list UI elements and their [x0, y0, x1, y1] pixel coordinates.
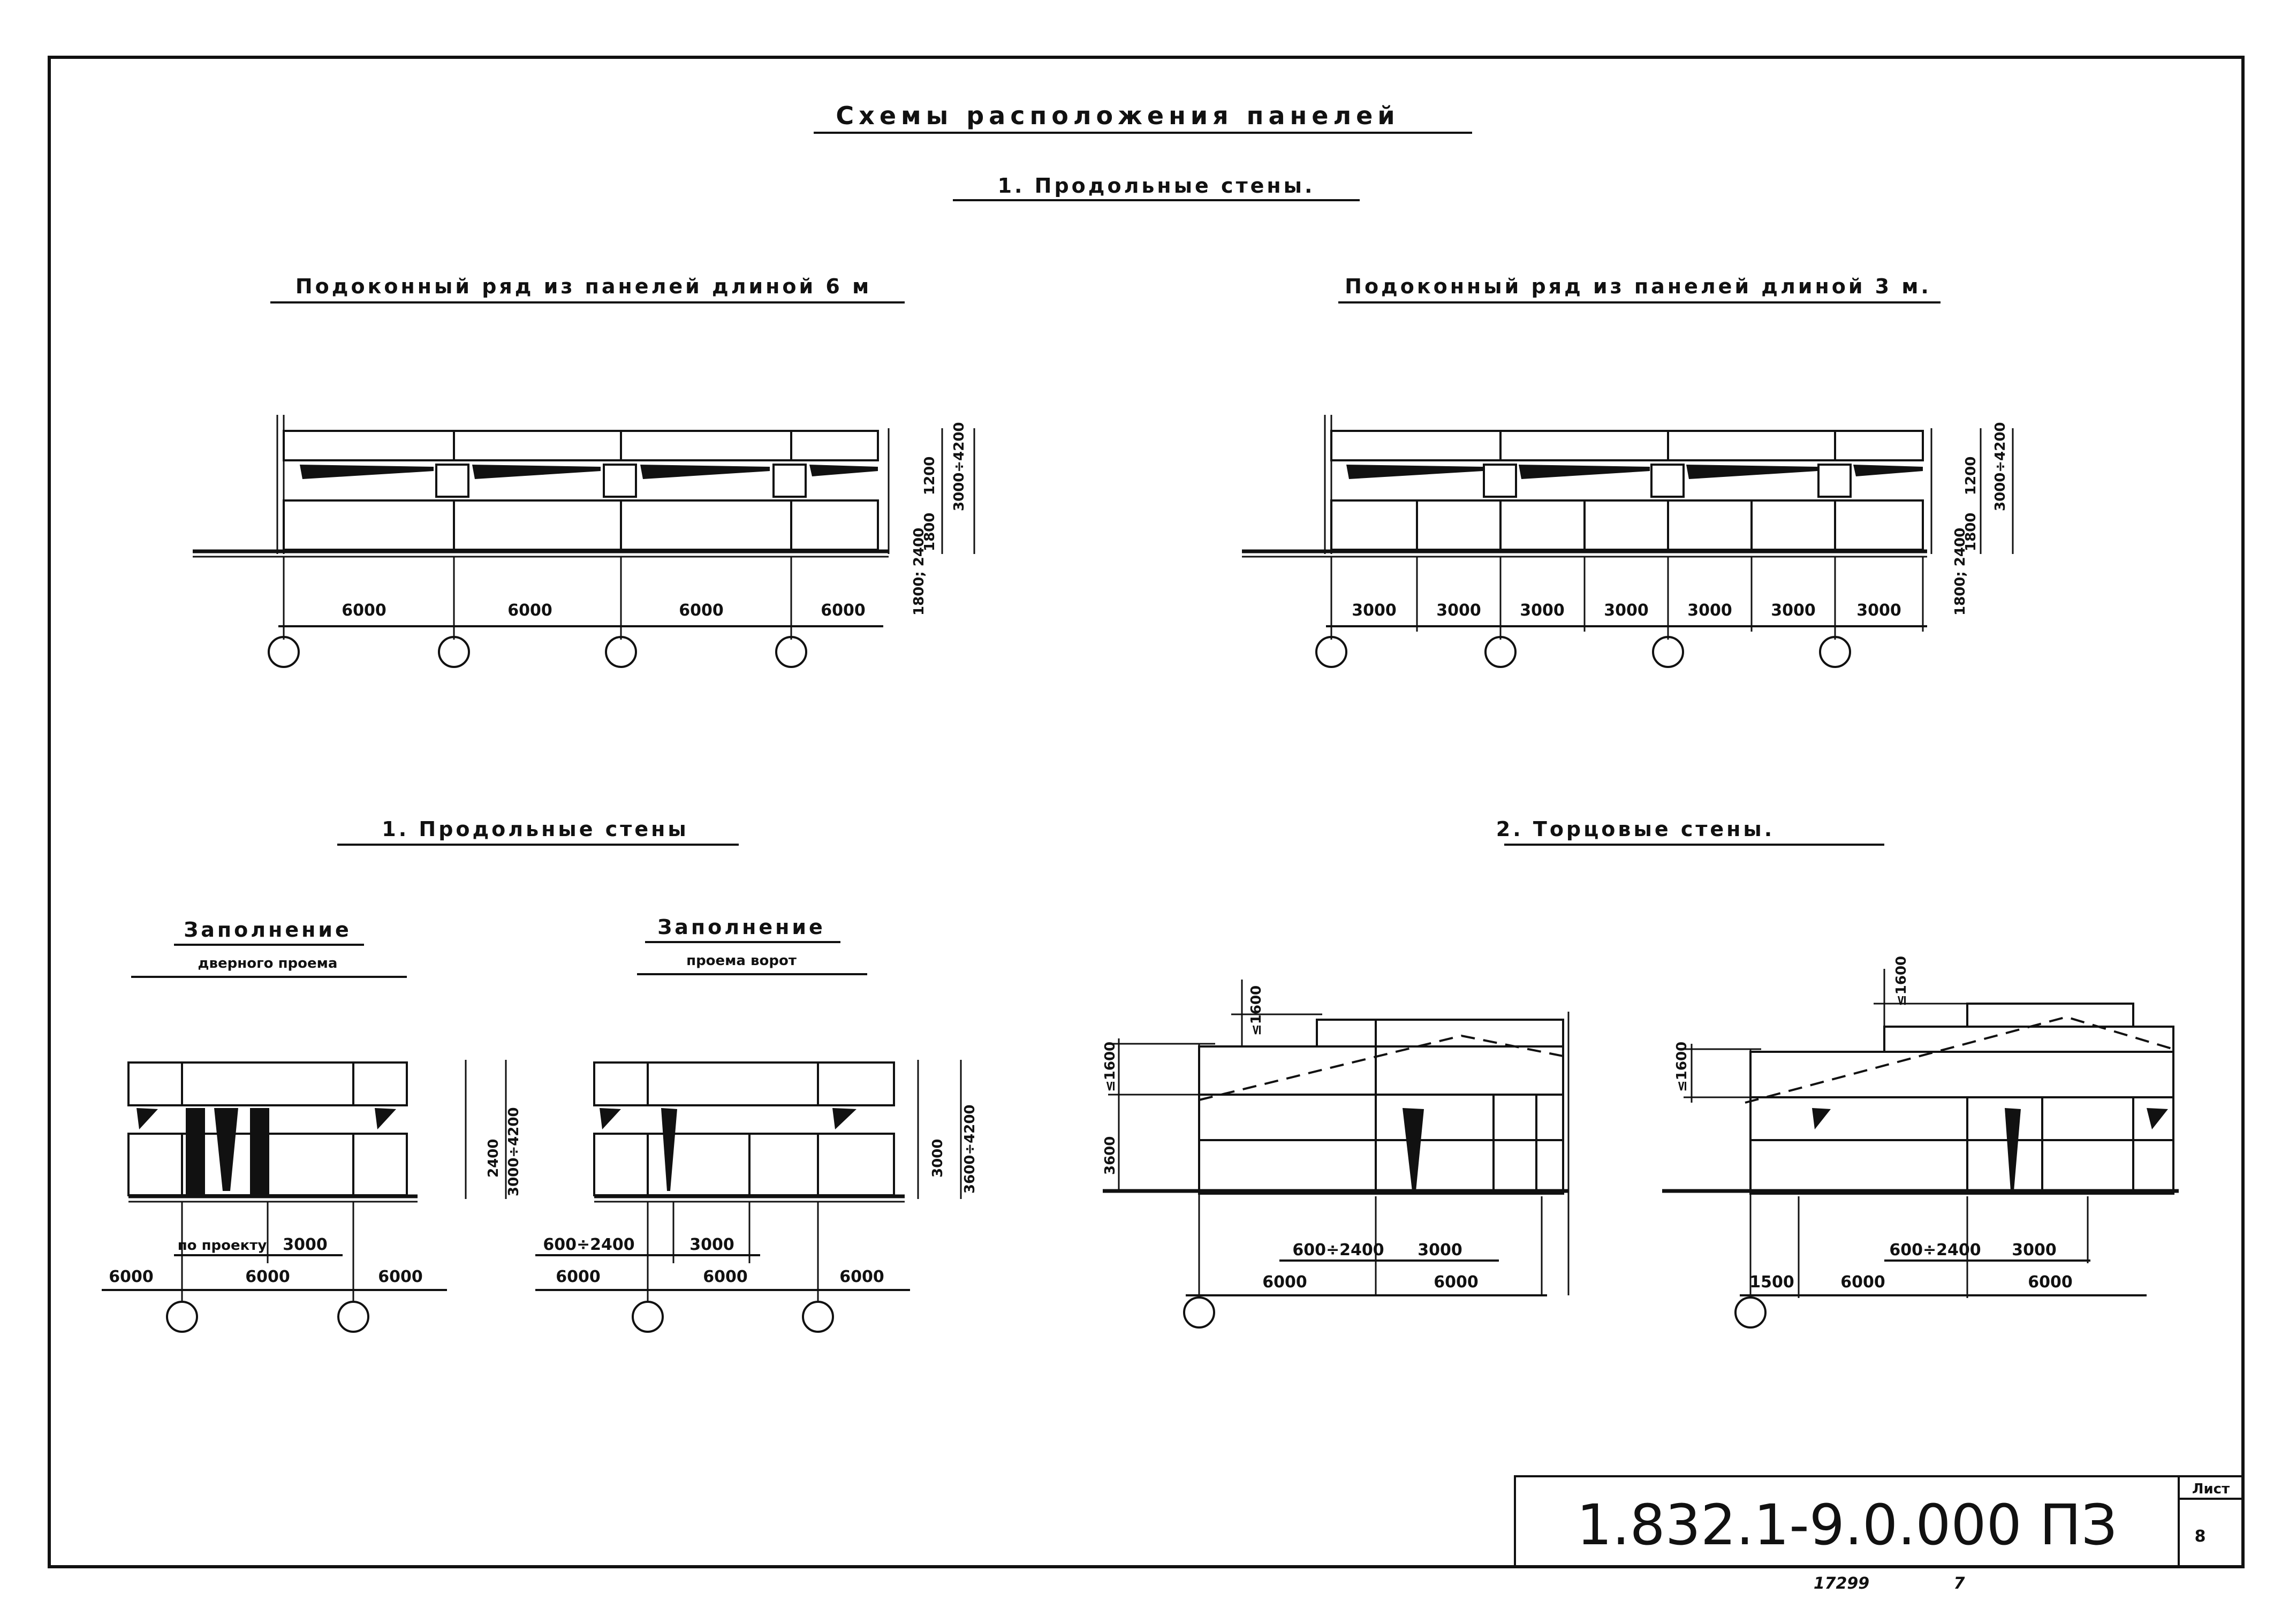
- page-number: 7: [1954, 1574, 1965, 1593]
- diagram-windowsill-3m: Подоконный ряд из панелей длиной 3 м.: [1242, 275, 2014, 668]
- dim-label: ≤1600: [1893, 956, 1909, 1006]
- dim-label: 1500: [1749, 1273, 1794, 1292]
- dim-label: 600÷2400: [1889, 1241, 1981, 1259]
- span-label: 6000: [679, 601, 724, 620]
- dim-label: 3000: [1418, 1241, 1462, 1259]
- caption-door-line2: дверного проема: [198, 955, 338, 972]
- dim-label: по проекту: [178, 1238, 267, 1254]
- diagram-windowsill-6m: Подоконный ряд из панелей длиной 6 м 600: [193, 275, 975, 668]
- dim-label: 6000: [556, 1268, 601, 1286]
- height-label: 3000÷4200: [1992, 422, 2008, 511]
- dim-label: 6000: [703, 1268, 748, 1286]
- height-label: 1800: [922, 513, 938, 551]
- diagram-gate-opening: Заполнение проема ворот 600÷2400 3000 60…: [535, 915, 978, 1333]
- roof-slope-line: [1745, 1015, 2174, 1104]
- span-label: 3000: [1856, 601, 1901, 620]
- height-label: 1200: [922, 457, 938, 495]
- dim-label: 6000: [1262, 1273, 1307, 1292]
- span-label: 3000: [1687, 601, 1732, 620]
- span-label: 3000: [1771, 601, 1816, 620]
- title-block: 1.832.1-9.0.000 ПЗ Лист 8: [1514, 1475, 2244, 1568]
- dim-label: 6000: [1434, 1273, 1479, 1292]
- dim-label: 6000: [109, 1268, 154, 1286]
- inventory-number: 17299: [1814, 1574, 1869, 1593]
- span-label: 6000: [821, 601, 866, 620]
- sheet-number: 8: [2195, 1527, 2206, 1546]
- dim-label: 3000÷4200: [506, 1107, 522, 1196]
- height-label: 1800: [1963, 513, 1979, 551]
- dim-label: 3000: [2012, 1241, 2057, 1259]
- section-title-longitudinal-top: 1. Продольные стены.: [998, 174, 1315, 198]
- sheet-label: Лист: [2192, 1481, 2230, 1497]
- section-title-longitudinal: 1. Продольные стены: [382, 817, 688, 841]
- dim-label: 6000: [1840, 1273, 1885, 1292]
- height-label: 1200: [1963, 457, 1979, 495]
- dim-label: 3600: [1102, 1136, 1118, 1175]
- caption-windowsill-6m: Подоконный ряд из панелей длиной 6 м: [295, 275, 871, 298]
- dim-label: 3600÷4200: [962, 1104, 978, 1194]
- sheet-title: Схемы расположения панелей: [836, 101, 1399, 130]
- span-label: 6000: [342, 601, 386, 620]
- dim-label: 2400: [486, 1139, 502, 1178]
- height-label: 1800; 2400: [1952, 528, 1968, 616]
- dim-label: 6000: [2028, 1273, 2073, 1292]
- span-label: 6000: [507, 601, 552, 620]
- diagram-end-wall-2: 600÷2400 3000 1500 6000 6000 ≤1600 ≤1600: [1662, 956, 2179, 1329]
- diagram-end-wall-1: 600÷2400 3000 6000 6000 ≤1600 ≤1600 3600: [1102, 980, 1570, 1329]
- dim-label: 6000: [378, 1268, 423, 1286]
- dim-label: ≤1600: [1674, 1042, 1690, 1092]
- caption-gate-line2: проема ворот: [686, 953, 797, 969]
- document-designation: 1.832.1-9.0.000 ПЗ: [1576, 1492, 2117, 1558]
- dim-label: 3000: [930, 1139, 946, 1178]
- span-label: 3000: [1604, 601, 1649, 620]
- sheet-frame: [48, 56, 2245, 1568]
- height-label: 1800; 2400: [911, 528, 927, 616]
- caption-door-line1: Заполнение: [184, 918, 352, 942]
- dim-label: ≤1600: [1102, 1042, 1118, 1092]
- dim-label: 600÷2400: [543, 1235, 634, 1254]
- caption-gate-line1: Заполнение: [657, 915, 825, 939]
- dim-label: 6000: [245, 1268, 290, 1286]
- span-label: 3000: [1520, 601, 1565, 620]
- caption-windowsill-3m: Подоконный ряд из панелей длиной 3 м.: [1345, 275, 1931, 298]
- roof-slope-line: [1199, 1034, 1569, 1101]
- dim-label: ≤1600: [1248, 985, 1264, 1036]
- span-label: 3000: [1352, 601, 1397, 620]
- dim-label: 3000: [283, 1235, 328, 1254]
- dim-label: 6000: [839, 1268, 884, 1286]
- span-label: 3000: [1436, 601, 1481, 620]
- dim-label: 3000: [689, 1235, 734, 1254]
- height-label: 3000÷4200: [951, 422, 967, 511]
- dim-label: 600÷2400: [1292, 1241, 1384, 1259]
- diagram-door-opening: Заполнение дверного проема по проекту 30…: [102, 918, 522, 1333]
- section-title-end-walls: 2. Торцовые стены.: [1496, 817, 1775, 841]
